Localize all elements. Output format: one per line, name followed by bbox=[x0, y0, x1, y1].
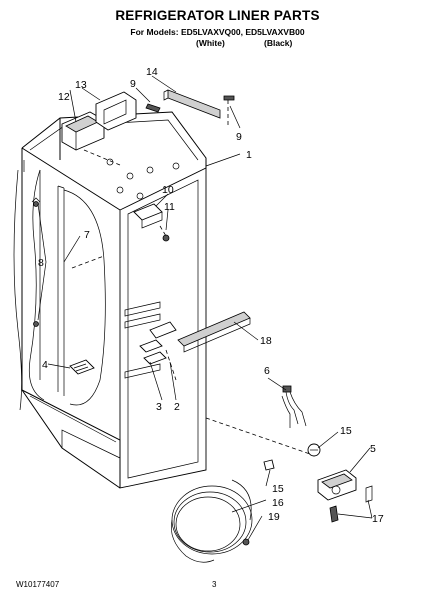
variant-white-label: (White) bbox=[196, 38, 225, 48]
document-number: W10177407 bbox=[16, 580, 60, 589]
callout-11: 11 bbox=[164, 201, 175, 213]
callout-8: 8 bbox=[38, 257, 44, 269]
callout-16: 16 bbox=[272, 497, 284, 509]
liner-cabinet bbox=[13, 111, 207, 489]
light-bulbs bbox=[205, 417, 321, 471]
callout-9-right: 9 bbox=[236, 131, 242, 143]
callout-14: 14 bbox=[146, 66, 158, 78]
wire-clip bbox=[69, 359, 95, 375]
callout-19: 19 bbox=[268, 511, 280, 523]
mounting-bracket bbox=[133, 203, 170, 242]
callout-17: 17 bbox=[372, 513, 384, 525]
callout-10: 10 bbox=[162, 184, 174, 196]
callout-15-right: 15 bbox=[340, 425, 352, 437]
leader-lines bbox=[37, 75, 373, 541]
top-trim-strip bbox=[163, 89, 221, 119]
models-line: For Models: ED5LVAXVQ00, ED5LVAXVB00 bbox=[130, 27, 305, 37]
callout-numbers: 14 9 13 12 9 1 10 11 7 8 18 4 6 3 2 15 5… bbox=[38, 66, 384, 525]
light-socket bbox=[317, 469, 373, 523]
callout-1: 1 bbox=[246, 149, 252, 161]
callout-9-top: 9 bbox=[130, 78, 136, 90]
light-housing-assembly bbox=[61, 91, 137, 166]
callout-15-left: 15 bbox=[272, 483, 284, 495]
crossbar bbox=[177, 311, 251, 353]
callout-5: 5 bbox=[370, 443, 376, 455]
callout-13: 13 bbox=[75, 79, 87, 91]
callout-2: 2 bbox=[174, 401, 180, 413]
page-number: 3 bbox=[212, 580, 217, 589]
tubing-coil bbox=[170, 479, 253, 563]
variant-black-label: (Black) bbox=[264, 38, 293, 48]
shelf-brackets bbox=[139, 321, 177, 381]
side-rail bbox=[31, 197, 105, 327]
callout-3: 3 bbox=[156, 401, 162, 413]
thermistor-harness bbox=[281, 385, 307, 428]
callout-4: 4 bbox=[42, 359, 48, 371]
callout-12: 12 bbox=[58, 91, 70, 103]
page-title: REFRIGERATOR LINER PARTS bbox=[115, 8, 320, 23]
callout-7: 7 bbox=[84, 229, 90, 241]
callout-6: 6 bbox=[264, 365, 270, 377]
callout-18: 18 bbox=[260, 335, 272, 347]
screws bbox=[145, 95, 235, 128]
